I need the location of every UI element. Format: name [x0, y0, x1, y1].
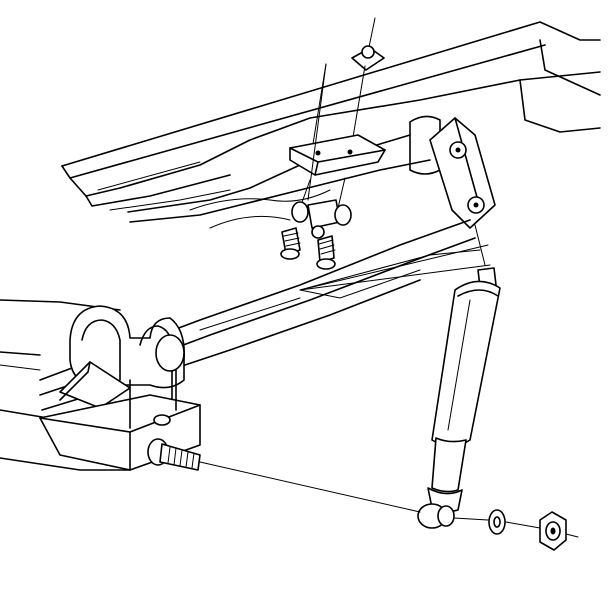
frame-rail	[61, 21, 601, 211]
mount-stud-right	[334, 204, 352, 226]
shock-body	[431, 280, 501, 447]
mount-stud-left	[291, 201, 309, 223]
shock-absorber	[299, 244, 501, 529]
spring-seat-cap	[155, 334, 185, 372]
shock-lower-body	[431, 437, 467, 493]
upper-shock-bracket	[429, 117, 496, 229]
spacer-plate	[289, 134, 386, 176]
upper-mount-stud-assembly	[280, 199, 352, 270]
u-bolt-clamp	[39, 305, 201, 471]
mount-bolt-right	[317, 235, 335, 263]
lower-hardware	[199, 461, 579, 551]
leader-lines	[307, 63, 486, 266]
lower-mount-stud	[147, 438, 201, 471]
spacer-plate-assembly	[289, 17, 386, 209]
mount-bolt-left	[281, 227, 301, 255]
